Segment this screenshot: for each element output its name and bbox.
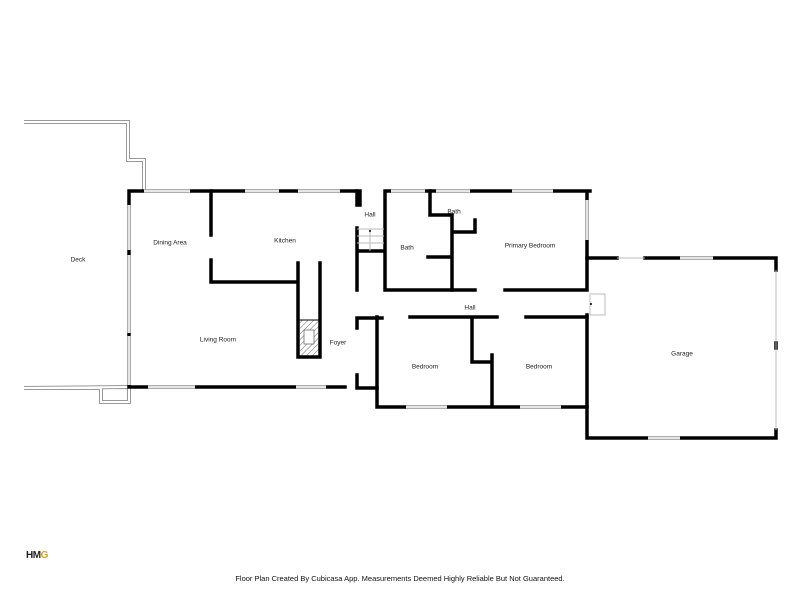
room-label-primary-bedroom: Primary Bedroom [504,242,556,250]
room-label-bath: Bath [400,244,414,252]
room-label-foyer: Foyer [329,339,347,347]
footer-disclaimer: Floor Plan Created By Cubicasa App. Meas… [235,574,565,583]
deck-outline [23,120,146,404]
room-label-living-room: Living Room [199,336,237,344]
walls [127,189,778,440]
room-label-bedroom-1: Bedroom [411,363,439,371]
fireplace-icon [298,319,320,357]
room-label-hall: Hall [464,304,476,312]
room-label-garage: Garage [671,350,693,358]
hall-stair-box [589,293,606,316]
stairs [357,228,384,251]
room-label-bath-ensuite: Bath [447,208,461,216]
room-label-hall-upper: Hall [364,211,376,219]
room-label-deck: Deck [70,256,86,264]
room-label-dining-area: Dining Area [153,239,187,247]
room-label-kitchen: Kitchen [274,237,296,245]
company-logo: HMG [26,550,48,561]
windows [127,189,777,440]
room-label-bedroom-2: Bedroom [525,363,553,371]
